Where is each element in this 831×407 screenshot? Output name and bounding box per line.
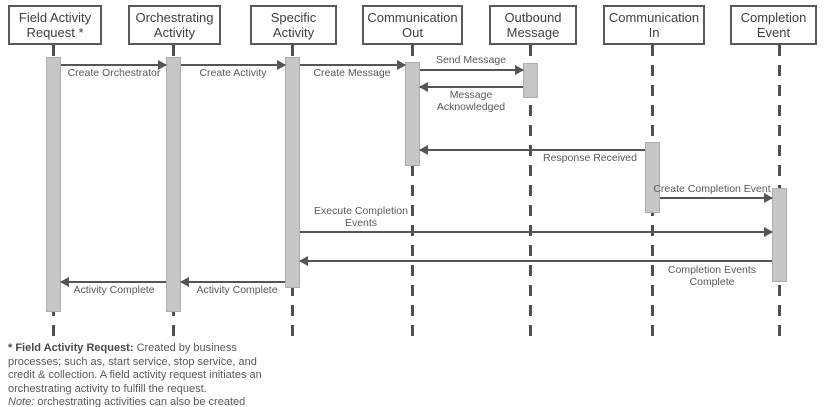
label-create-orchestrator: Create Orchestrator xyxy=(67,67,161,79)
label-create-activity: Create Activity xyxy=(199,67,267,79)
arrow-create-completion-event xyxy=(660,193,773,203)
activation-field-activity-request xyxy=(46,57,61,312)
lifeline-communication-out xyxy=(411,45,414,338)
activation-orchestrating-activity xyxy=(166,57,181,312)
actor-completion-event: Completion Event xyxy=(730,5,817,45)
arrow-create-activity xyxy=(181,60,286,70)
footnote-term: * Field Activity Request: xyxy=(8,342,134,354)
footnote: * Field Activity Request: Created by bus… xyxy=(8,342,284,407)
footnote-note: Note: orchestrating activities can also … xyxy=(8,396,284,407)
actor-communication-out: Communication Out xyxy=(362,5,463,45)
lifeline-outbound-message xyxy=(529,45,532,338)
footnote-definition-text: Created by business processes; such as, … xyxy=(8,342,262,395)
arrow-completion-events-complete xyxy=(299,256,772,266)
footnote-note-text: orchestrating activities can also be cre… xyxy=(37,396,246,407)
arrow-create-message xyxy=(300,60,406,70)
label-response-received: Response Received xyxy=(543,152,637,164)
actor-outbound-message: Outbound Message xyxy=(489,5,577,45)
label-activity-complete-specific: Activity Complete xyxy=(196,284,278,296)
activation-communication-out xyxy=(405,62,420,166)
actor-orchestrating-activity: Orchestrating Activity xyxy=(128,5,221,45)
arrow-send-message xyxy=(420,65,524,75)
arrow-message-acknowledged xyxy=(419,82,523,92)
activation-outbound-message xyxy=(523,63,538,98)
label-completion-events-complete: Completion Events Complete xyxy=(667,264,757,288)
footnote-definition: * Field Activity Request: Created by bus… xyxy=(8,342,284,396)
actor-field-activity-request: Field Activity Request * xyxy=(8,5,102,45)
footnote-note-label: Note: xyxy=(8,396,35,407)
activation-completion-event xyxy=(772,188,787,282)
label-activity-complete-orchestrating: Activity Complete xyxy=(73,284,155,296)
arrow-execute-completion-events xyxy=(300,227,773,237)
label-execute-completion-events: Execute Completion Events xyxy=(314,205,408,229)
actor-communication-in: Communication In xyxy=(603,5,705,45)
arrow-activity-complete-orchestrating xyxy=(60,277,166,287)
arrow-activity-complete-specific xyxy=(180,277,285,287)
actor-specific-activity: Specific Activity xyxy=(250,5,337,45)
arrow-response-received xyxy=(419,145,645,155)
label-message-acknowledged: Message Acknowledged xyxy=(436,89,506,113)
activation-communication-in xyxy=(645,142,660,213)
activation-specific-activity xyxy=(285,57,300,288)
label-create-completion-event: Create Completion Event xyxy=(653,183,771,195)
label-create-message: Create Message xyxy=(313,67,391,79)
label-send-message: Send Message xyxy=(435,54,507,66)
arrow-create-orchestrator xyxy=(61,60,167,70)
